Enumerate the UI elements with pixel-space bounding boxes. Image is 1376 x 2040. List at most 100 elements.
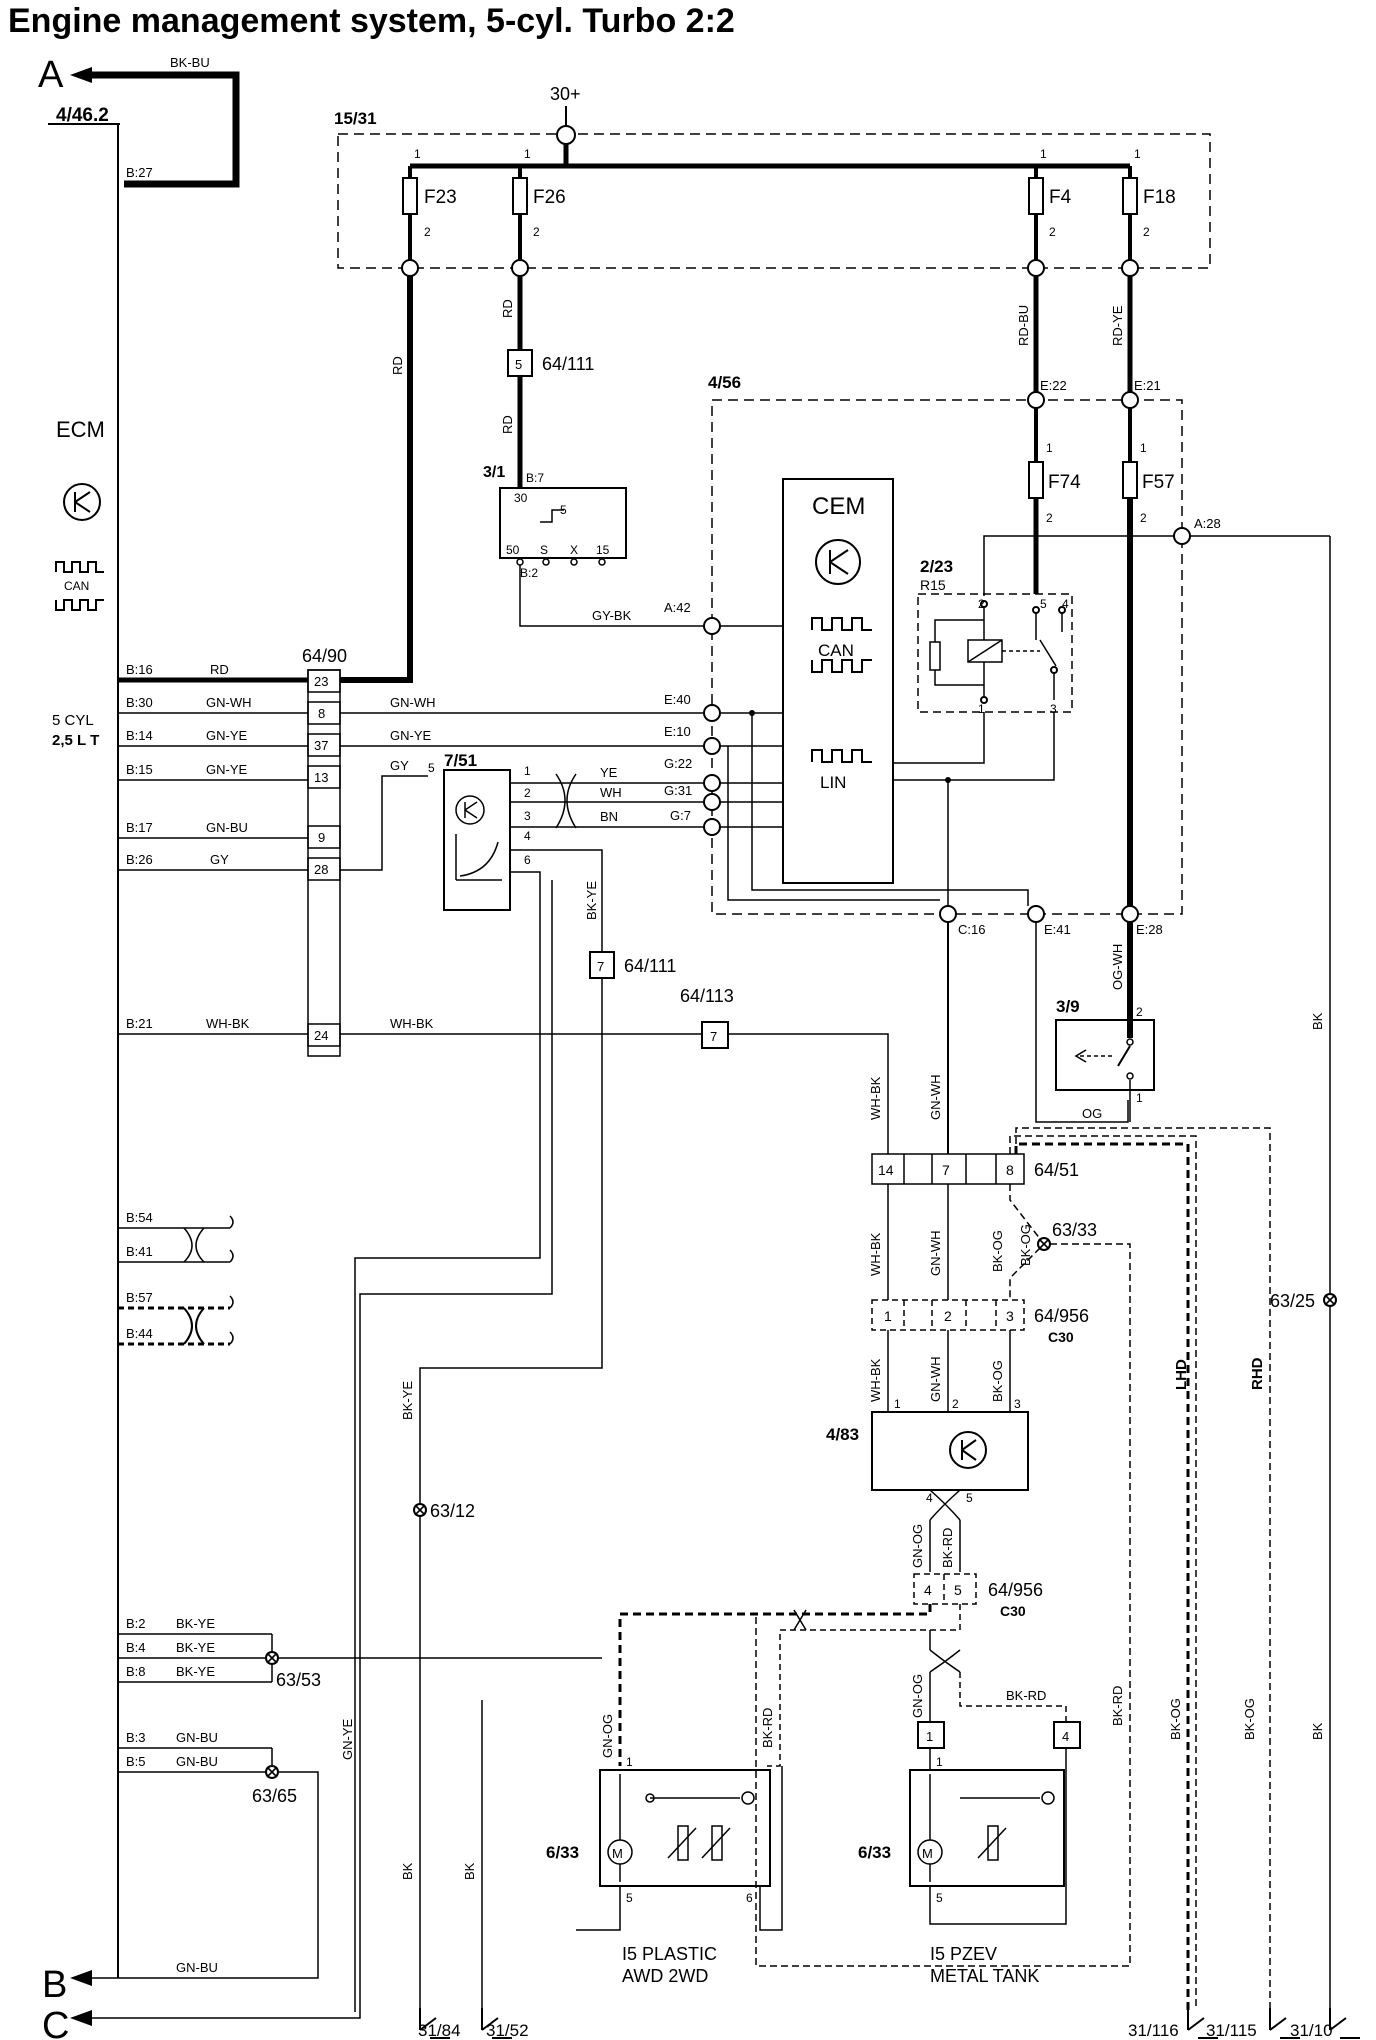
wire-bk-og-rhd: BK-OG [1242, 1698, 1257, 1740]
c6490-pin-24: 24 [314, 1028, 328, 1043]
fuse-f23-icon [402, 177, 418, 215]
c6490-pin-9: 9 [318, 830, 325, 845]
ecm-engine-line2: 2,5 L T [52, 732, 99, 749]
cem-lin-label: LIN [820, 773, 846, 792]
c956b-pin-4: 4 [924, 1582, 932, 1598]
pump-right-caption-2: METAL TANK [930, 1966, 1039, 1986]
unit-7-51-pin5: 5 [428, 761, 435, 775]
conn-64-956-a [871, 1299, 1025, 1331]
relay-3-1-switch-icon [540, 509, 564, 523]
wire-gy-751: GY [390, 758, 409, 773]
r223-pin3: 3 [1050, 702, 1057, 716]
ecm-pin-b2: B:2 [126, 1616, 146, 1631]
splice-63-12: 63/12 [430, 1501, 475, 1521]
f18-pin1: 1 [1134, 147, 1141, 161]
ground-31-116: 31/116 [1128, 2021, 1179, 2040]
c6451-pin-8: 8 [1006, 1162, 1014, 1178]
wire-gn-og-left: GN-OG [600, 1714, 615, 1758]
pump-right-ref: 6/33 [858, 1843, 891, 1862]
wire-rd-ye: RD-YE [1110, 305, 1125, 346]
cem-pin-e22: E:22 [1040, 378, 1067, 393]
switch-3-9-pin2: 2 [1136, 1005, 1143, 1019]
ecm-can-label: CAN [64, 579, 89, 593]
supply-label: 30+ [550, 84, 581, 104]
wire-bk-og-a: BK-OG [990, 1230, 1005, 1272]
conn-64-956-b [913, 1573, 977, 1605]
fuse-f23-label: F23 [424, 187, 457, 208]
m483-pin2: 2 [952, 1397, 959, 1411]
pump-right-caption-1: I5 PZEV [930, 1944, 997, 1964]
wire-gn-ye-c: GN-YE [340, 1719, 355, 1761]
fusebox-ref: 15/31 [334, 109, 377, 128]
switch-3-9-icon [1074, 1038, 1134, 1080]
relay-3-1-b2: B:2 [520, 566, 538, 580]
u751-pin4: 4 [524, 829, 531, 843]
wire-bk-rd-a: BK-RD [940, 1528, 955, 1568]
ecm-pin-b54: B:54 [126, 1210, 153, 1225]
conn-64-956-a-code: C30 [1048, 1329, 1074, 1345]
cem-pin-e40: E:40 [664, 692, 691, 707]
switch-3-9-ref: 3/9 [1056, 997, 1080, 1016]
fusebox-outline [337, 133, 1211, 269]
pump-left-caption-2: AWD 2WD [622, 1966, 708, 1986]
splice-63-25-icon [1323, 1293, 1337, 1307]
ecm-pin-b14: B:14 [126, 728, 153, 743]
twisted-small-icon [793, 1609, 807, 1631]
splice-63-12-icon [413, 1503, 427, 1517]
m483-pin1: 1 [894, 1397, 901, 1411]
ecm-pin-b4: B:4 [126, 1640, 146, 1655]
cem-pin-g31: G:31 [664, 783, 692, 798]
conn-64-111-a-pin: 5 [515, 357, 522, 372]
switch-3-9-pin1: 1 [1136, 1091, 1143, 1105]
conn-64-111-b [589, 951, 615, 979]
wire-gn-wh-c16: GN-WH [928, 1075, 943, 1121]
wire-bk-a28: BK [1310, 1012, 1325, 1030]
c6490-pin-13: 13 [314, 770, 328, 785]
cem-pin-e41: E:41 [1044, 922, 1071, 937]
ecm-engine-line1: 5 CYL [52, 712, 94, 729]
wire-wh-bk-851: WH-BK [868, 1076, 883, 1120]
wire-bk-3110: BK [1310, 1722, 1325, 1740]
relay-2-23 [917, 593, 1073, 713]
cem-box-ref: 4/56 [708, 373, 741, 392]
twisted-pair-icon [555, 773, 577, 829]
module-4-83-ref: 4/83 [826, 1425, 859, 1444]
fuse-f18-icon [1122, 177, 1138, 215]
splice-63-65: 63/65 [252, 1786, 297, 1806]
splice-63-65-icon [265, 1765, 279, 1779]
svg-text:M: M [612, 1846, 623, 1861]
module-4-83-transistor-icon [949, 1431, 987, 1469]
relay-3-1-15: 15 [596, 543, 610, 557]
wire-bk-rd-left: BK-RD [760, 1708, 775, 1748]
ecm-pin-b26: B:26 [126, 852, 153, 867]
arrow-c-icon [70, 2010, 92, 2026]
cem-pin-c16: C:16 [958, 922, 985, 937]
wire-bk-og-b: BK-OG [1018, 1224, 1033, 1266]
ecm-pin-b41: B:41 [126, 1244, 153, 1259]
ecm-pin-b57: B:57 [126, 1290, 153, 1305]
wire-bk-ye-b2: BK-YE [176, 1616, 215, 1631]
wire-gn-wh-c30: GN-WH [928, 1357, 943, 1403]
splice-63-33: 63/33 [1052, 1220, 1097, 1240]
switch-3-9 [1055, 1019, 1155, 1091]
fuse-f26-icon [512, 177, 528, 215]
wire-ye: YE [600, 765, 618, 780]
c6490-pin-23: 23 [314, 674, 328, 689]
f74-pin2: 2 [1046, 511, 1053, 525]
wire-gn-ye-b15: GN-YE [206, 762, 248, 777]
wire-gn-bu-b17: GN-BU [206, 820, 248, 835]
f4-pin1: 1 [1040, 147, 1047, 161]
wire-gn-ye-mid: GN-YE [390, 728, 432, 743]
unit-7-51-transistor-icon [455, 795, 485, 825]
conn-64-111-b-ref: 64/111 [624, 956, 676, 976]
cem-name: CEM [812, 493, 865, 520]
pump-right-pin1: 1 [936, 1755, 943, 1769]
wire-gn-wh-below: GN-WH [928, 1231, 943, 1277]
ecm-name: ECM [56, 417, 105, 442]
wire-og: OG [1082, 1106, 1102, 1121]
pump-left [599, 1769, 771, 1887]
ground-31-10-icon [1329, 2007, 1361, 2039]
conn-64-956-b-code: C30 [1000, 1603, 1026, 1619]
pump-left-motor-icon: M [607, 1774, 755, 1882]
f23-pin1: 1 [414, 147, 421, 161]
